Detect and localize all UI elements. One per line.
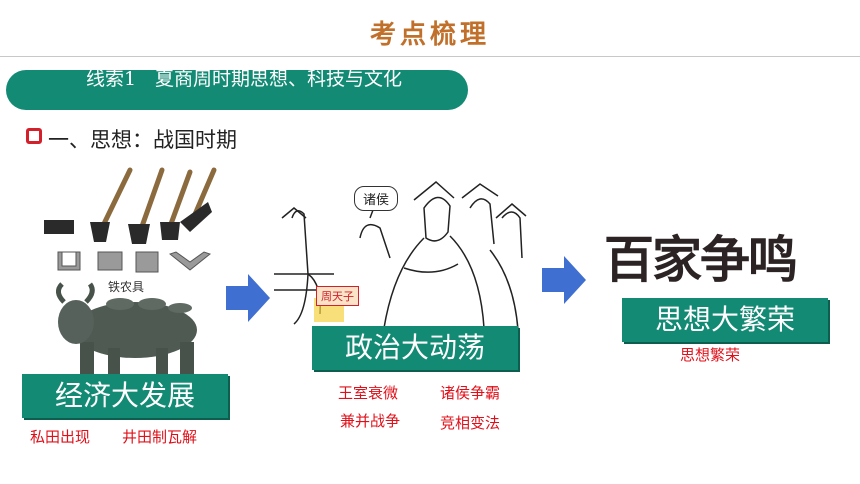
thought-box: 思想大繁荣	[622, 298, 828, 342]
title-divider	[0, 56, 860, 57]
politics-note-3: 兼并战争	[340, 412, 401, 430]
thread-label: 线索1 夏商周时期思想、科技与文化	[85, 70, 403, 90]
thought-note: 思想繁荣	[680, 346, 741, 364]
arrow-right-icon	[542, 256, 586, 304]
economy-note-2: 井田制瓦解	[122, 428, 198, 446]
politics-note-2: 诸侯争霸	[440, 384, 501, 402]
zhou-king-tag: 周天子	[316, 286, 359, 306]
tools-caption: 铁农具	[108, 280, 145, 294]
economy-note-1: 私田出现	[30, 428, 91, 446]
iron-tools-image	[44, 167, 217, 376]
politics-note-1: 王室衰微	[338, 384, 399, 402]
section-heading: 一、思想：战国时期	[48, 128, 237, 152]
politics-note-4: 竞相变法	[440, 414, 501, 432]
arrow-right-icon	[226, 274, 270, 322]
economy-box: 经济大发展	[22, 374, 228, 418]
speech-bubble: 诸侯	[354, 186, 399, 211]
politics-box: 政治大动荡	[312, 326, 518, 370]
thread-banner: 线索1 夏商周时期思想、科技与文化	[6, 70, 468, 110]
page-title: 考点梳理	[369, 20, 490, 50]
political-turmoil-illustration	[274, 181, 527, 331]
bullet-icon	[26, 128, 42, 144]
calligraphy-title: 百家争鸣	[604, 230, 798, 289]
